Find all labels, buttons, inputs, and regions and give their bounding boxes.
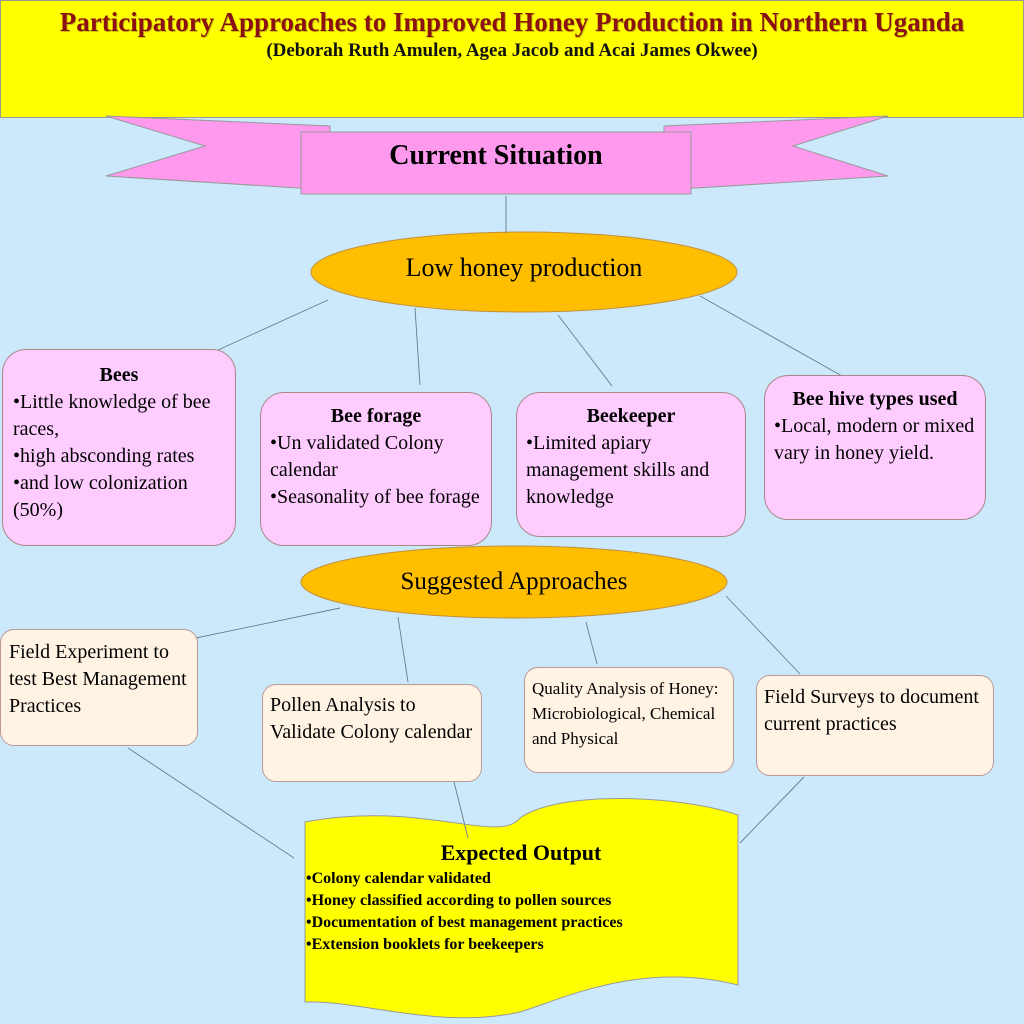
- bee-forage-box: Bee forage Un validated Colony calendar …: [260, 392, 492, 546]
- poster-title: Participatory Approaches to Improved Hon…: [59, 7, 965, 37]
- bee-forage-heading: Bee forage: [330, 405, 422, 427]
- hive-types-box: Bee hive types used Local, modern or mix…: [764, 375, 986, 520]
- hive-types-heading: Bee hive types used: [792, 388, 958, 410]
- bees-item: and low colonization (50%): [13, 470, 225, 524]
- banner-right-tail: [663, 115, 889, 191]
- hive-types-item: Local, modern or mixed vary in honey yie…: [774, 413, 976, 467]
- expected-output-item: Colony calendar validated: [306, 868, 736, 890]
- approach-box-field-experiment: Field Experiment to test Best Management…: [0, 629, 198, 746]
- poster-authors: (Deborah Ruth Amulen, Agea Jacob and Aca…: [266, 40, 758, 61]
- approach-box-quality-analysis: Quality Analysis of Honey: Microbiologic…: [524, 667, 734, 773]
- bees-item: high absconding rates: [13, 443, 225, 470]
- problem-oval-shape: [310, 231, 738, 313]
- expected-output-box: Expected Output Colony calendar validate…: [306, 842, 736, 956]
- header-panel: Participatory Approaches to Improved Hon…: [0, 0, 1024, 118]
- approaches-oval: Suggested Approaches: [400, 568, 628, 595]
- bee-forage-item: Un validated Colony calendar: [270, 430, 482, 484]
- expected-output-item: Honey classified according to pollen sou…: [306, 890, 736, 912]
- approach-box-field-surveys: Field Surveys to document current practi…: [756, 675, 994, 776]
- bees-box: Bees Little knowledge of bee races, high…: [2, 349, 236, 546]
- banner-left-tail: [105, 115, 331, 191]
- banner-current-situation: Current Situation: [389, 140, 603, 171]
- bees-heading: Bees: [99, 364, 139, 386]
- bees-item: Little knowledge of bee races,: [13, 389, 225, 443]
- approach-box-pollen-analysis: Pollen Analysis to Validate Colony calen…: [262, 684, 482, 782]
- connector-lines: [127, 196, 843, 859]
- approaches-oval-shape: [300, 545, 728, 619]
- problem-oval: Low honey production: [405, 253, 643, 282]
- banner-center-shape: [300, 131, 692, 195]
- expected-output-item: Documentation of best management practic…: [306, 912, 736, 934]
- expected-output-heading: Expected Output: [440, 840, 602, 865]
- expected-output-item: Extension booklets for beekeepers: [306, 934, 736, 956]
- beekeeper-heading: Beekeeper: [586, 405, 676, 427]
- bee-forage-item: Seasonality of bee forage: [270, 484, 482, 511]
- beekeeper-item: Limited apiary management skills and kno…: [526, 430, 736, 511]
- beekeeper-box: Beekeeper Limited apiary management skil…: [516, 392, 746, 537]
